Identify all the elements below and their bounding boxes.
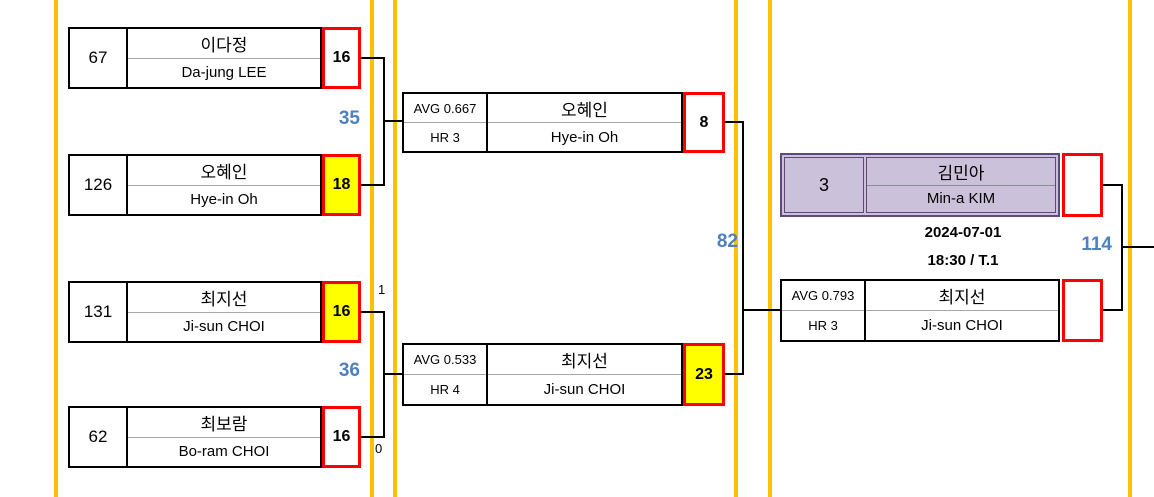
match-target-score: 35: [338, 108, 360, 129]
score-box: 8: [683, 92, 725, 153]
player-rank: 131: [70, 283, 128, 341]
player-name-korean: 최지선: [866, 281, 1058, 311]
player-name-cell: 이다정 Da-jung LEE: [128, 29, 320, 87]
player-rank: 62: [70, 408, 128, 466]
connector-line: [742, 121, 744, 375]
player-average: AVG 0.793: [782, 281, 864, 311]
player-name-cell: 오혜인 Hye-in Oh: [128, 156, 320, 214]
connector-line: [725, 373, 744, 375]
player-seed: 3: [784, 157, 864, 213]
player-name-cell: 김민아 Min-a KIM: [866, 157, 1056, 213]
match-time-table: 18:30 / T.1: [927, 252, 999, 269]
player-name-korean: 김민아: [867, 158, 1055, 186]
player-box: 126 오혜인 Hye-in Oh: [68, 154, 322, 216]
set-count-top: 1: [378, 282, 386, 297]
player-box: AVG 0.793 HR 3 최지선 Ji-sun CHOI: [780, 279, 1060, 342]
player-name-korean: 이다정: [128, 29, 320, 59]
player-stats-cell: AVG 0.533 HR 4: [404, 345, 488, 404]
player-rank: 67: [70, 29, 128, 87]
player-name-cell: 최지선 Ji-sun CHOI: [866, 281, 1058, 340]
player-high-run: HR 4: [430, 382, 460, 397]
set-count-bottom: 0: [375, 441, 383, 456]
column-divider-line: [768, 0, 772, 497]
connector-line: [742, 309, 780, 311]
column-divider-line: [54, 0, 58, 497]
connector-line: [383, 120, 402, 122]
connector-line: [1103, 309, 1123, 311]
connector-line: [1103, 184, 1123, 186]
player-name-cell: 오혜인 Hye-in Oh: [488, 94, 681, 151]
connector-line: [361, 311, 385, 313]
player-name-english: Ji-sun CHOI: [921, 317, 1003, 334]
player-high-run: HR 3: [430, 129, 460, 145]
player-box: AVG 0.533 HR 4 최지선 Ji-sun CHOI: [402, 343, 683, 406]
player-name-english: Da-jung LEE: [181, 64, 267, 82]
player-name-english: Bo-ram CHOI: [178, 443, 270, 461]
column-divider-line: [393, 0, 397, 497]
player-box: 62 최보람 Bo-ram CHOI: [68, 406, 322, 468]
score-box-winner: 16: [322, 281, 361, 343]
player-name-korean: 최보람: [128, 408, 320, 438]
player-stats-cell: AVG 0.793 HR 3: [782, 281, 866, 340]
score-box-winner: 18: [322, 154, 361, 216]
player-rank: 126: [70, 156, 128, 214]
score-box-empty: [1062, 279, 1103, 342]
player-name-korean: 최지선: [488, 345, 681, 375]
match-target-score: 82: [716, 231, 738, 252]
score-box: 16: [322, 27, 361, 89]
match-date: 2024-07-01: [924, 224, 1002, 241]
player-name-cell: 최지선 Ji-sun CHOI: [128, 283, 320, 341]
player-name-english: Min-a KIM: [926, 190, 996, 208]
score-box-empty: [1062, 153, 1103, 217]
player-name-english: Hye-in Oh: [550, 128, 619, 146]
player-box: 67 이다정 Da-jung LEE: [68, 27, 322, 89]
player-name-english: Hye-in Oh: [190, 191, 258, 209]
connector-line: [361, 57, 385, 59]
match-target-score: 36: [338, 360, 360, 381]
column-divider-line: [734, 0, 738, 497]
player-name-korean: 오혜인: [488, 94, 681, 123]
connector-line: [361, 436, 385, 438]
player-name-korean: 최지선: [128, 283, 320, 313]
player-average: AVG 0.533: [404, 345, 486, 375]
column-divider-line: [370, 0, 374, 497]
score-box-winner: 23: [683, 343, 725, 406]
player-box: 131 최지선 Ji-sun CHOI: [68, 281, 322, 343]
player-name-english: Ji-sun CHOI: [543, 381, 626, 398]
match-target-score: 114: [1081, 234, 1112, 255]
player-name-korean: 오혜인: [128, 156, 320, 186]
connector-line: [725, 121, 744, 123]
connector-line: [383, 373, 402, 375]
player-box: AVG 0.667 HR 3 오혜인 Hye-in Oh: [402, 92, 683, 153]
connector-line: [361, 184, 385, 186]
player-name-english: Ji-sun CHOI: [183, 318, 265, 336]
column-divider-line: [1128, 0, 1132, 497]
player-stats-cell: AVG 0.667 HR 3: [404, 94, 488, 151]
player-name-cell: 최지선 Ji-sun CHOI: [488, 345, 681, 404]
player-name-cell: 최보람 Bo-ram CHOI: [128, 408, 320, 466]
connector-line: [1121, 246, 1154, 248]
player-average: AVG 0.667: [404, 94, 486, 123]
seeded-player-box: 3 김민아 Min-a KIM: [780, 153, 1060, 217]
player-high-run: HR 3: [808, 318, 838, 333]
score-box: 16: [322, 406, 361, 468]
